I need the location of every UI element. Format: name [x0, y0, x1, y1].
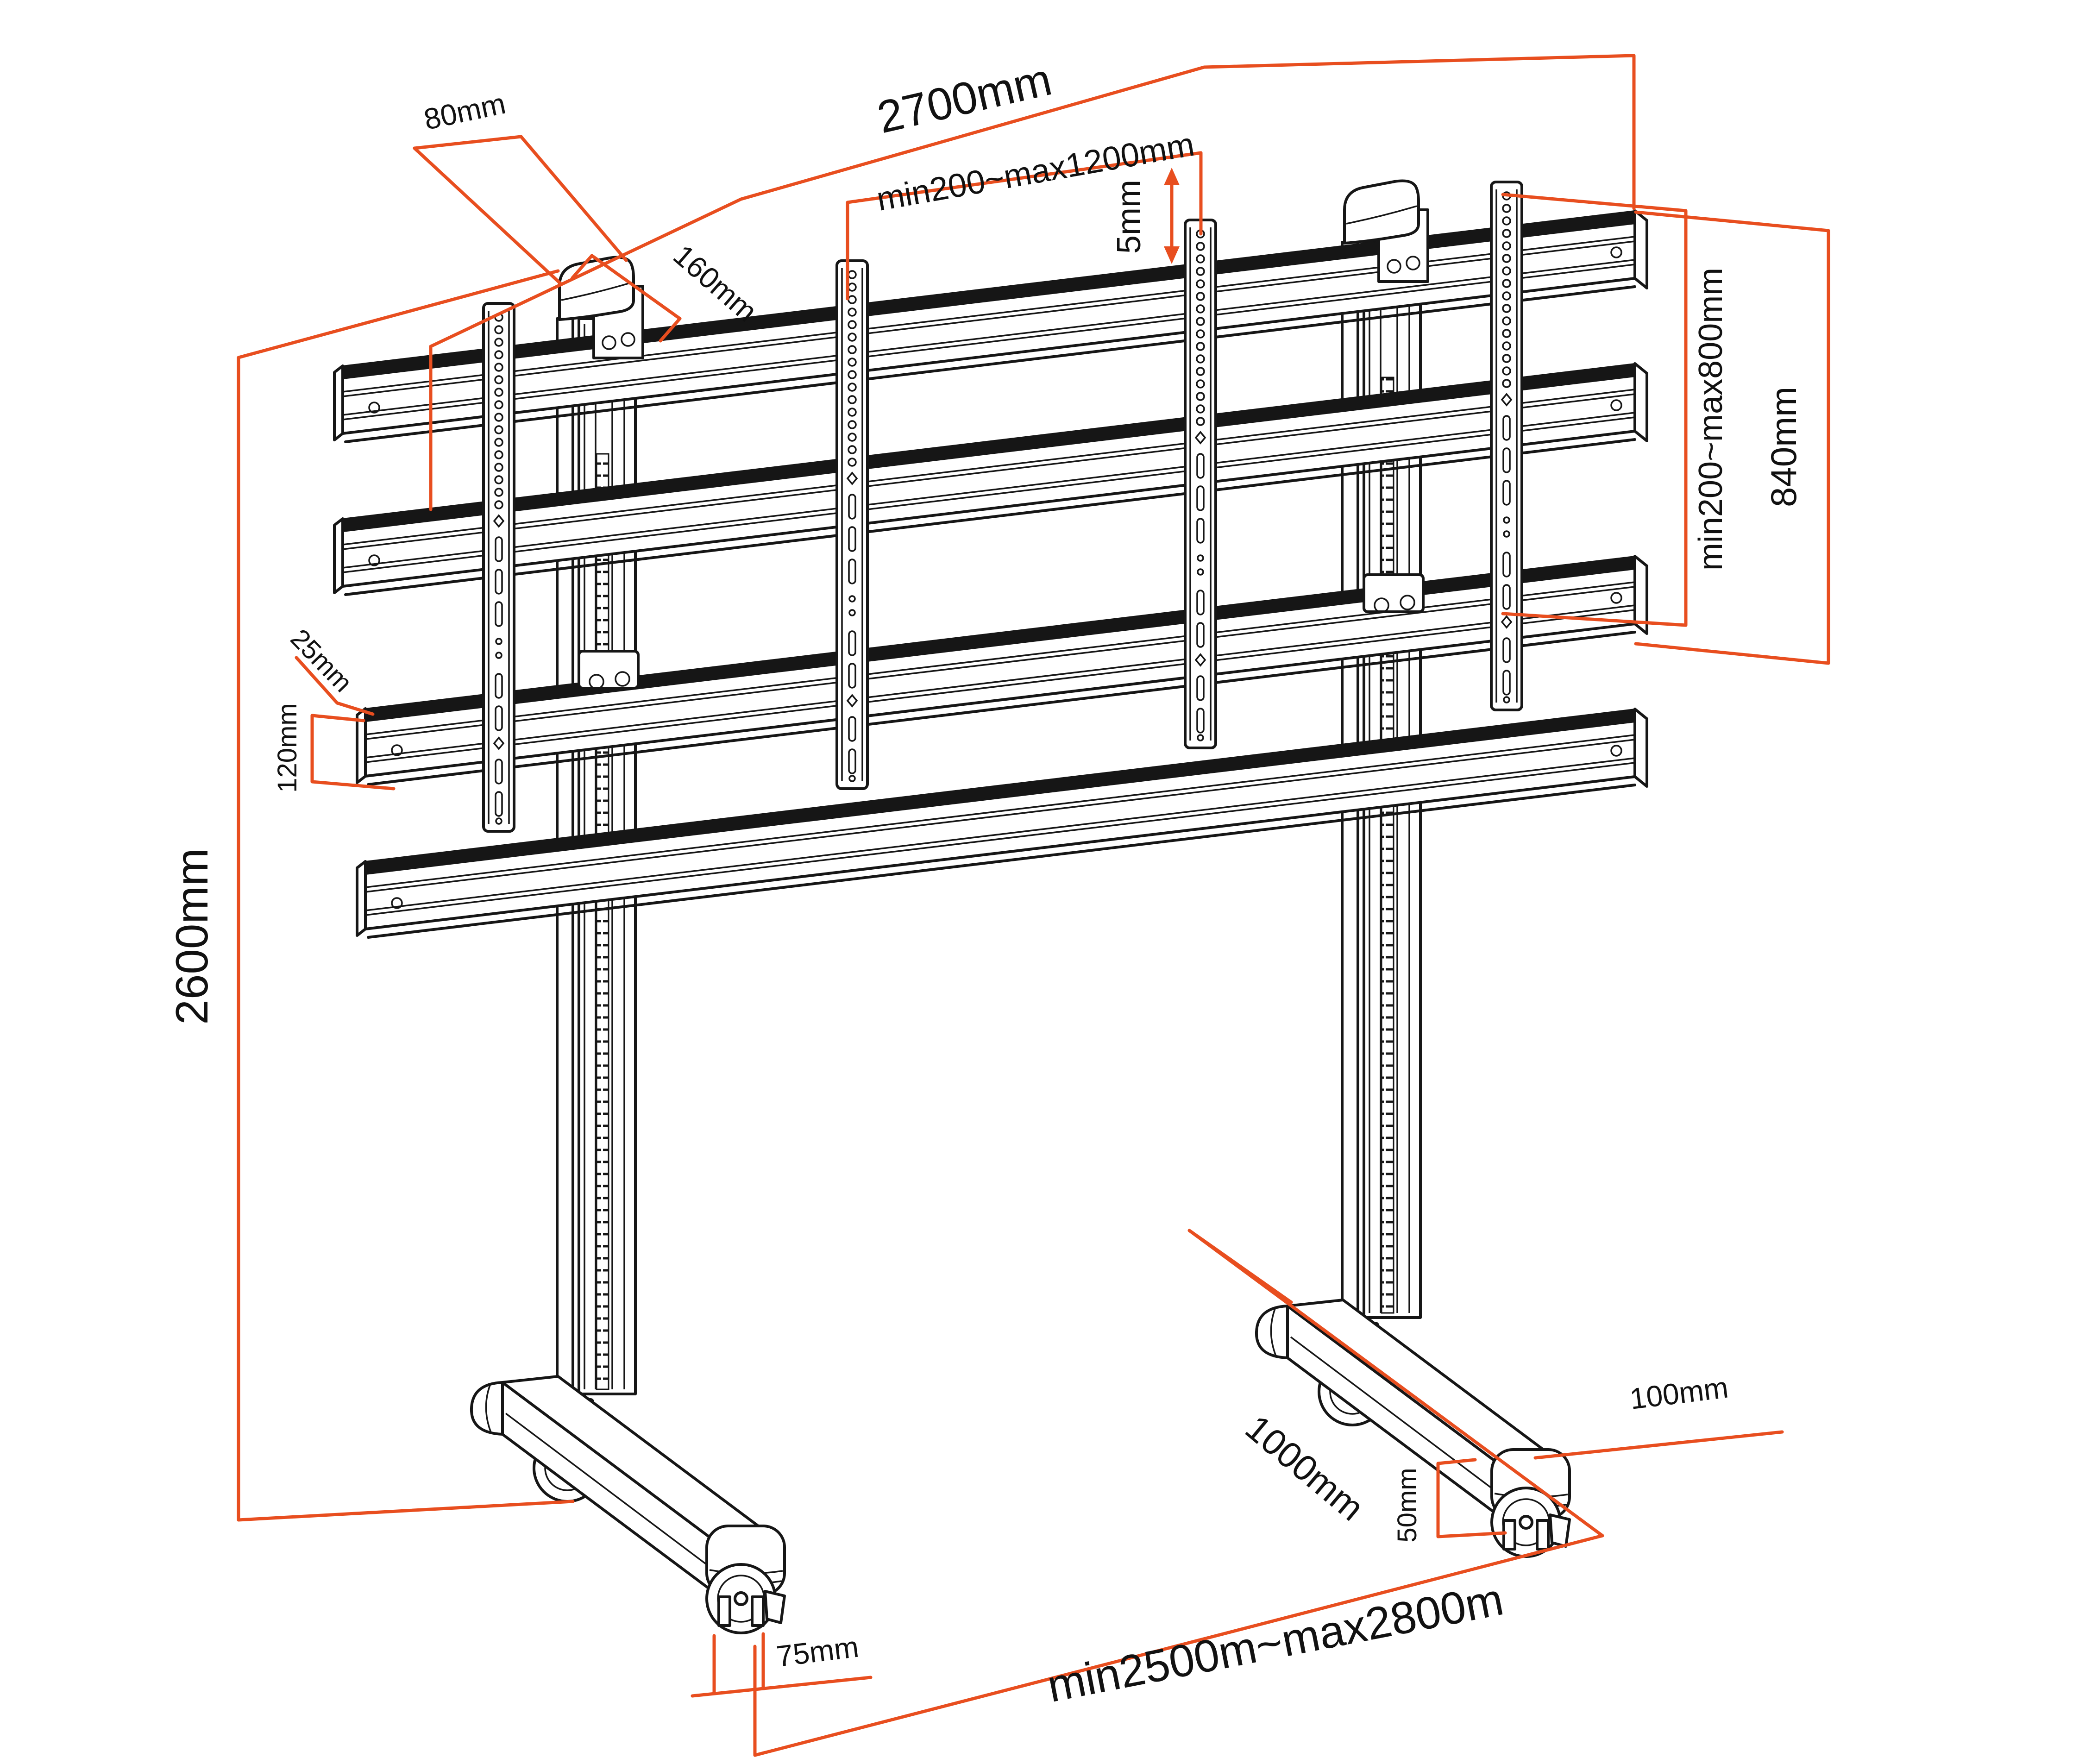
dim-label-cap-depth: 160mm	[667, 238, 763, 328]
upper-rail-assembly	[333, 209, 1648, 596]
dimension-lines	[237, 54, 1830, 1757]
dim-label-total-height: 2600mm	[166, 848, 217, 1024]
dim-label-cap-width: 80mm	[421, 87, 509, 136]
dim-line-1200	[846, 151, 1203, 301]
vesa-strip-1	[484, 303, 514, 831]
dim-line-2600	[237, 269, 575, 1522]
dim-label-vesa-height-range: min200~max800mm	[1692, 268, 1729, 571]
right-column-cap	[1343, 179, 1429, 283]
dim-line-50	[1436, 1458, 1507, 1538]
left-rail-clamp	[578, 650, 640, 690]
lower-rail-assembly	[356, 555, 1648, 939]
dim-line-800	[1501, 193, 1688, 627]
dim-line-25	[295, 656, 375, 716]
dim-label-rail-span-height: 840mm	[1763, 387, 1804, 507]
vesa-strip-2	[837, 261, 867, 789]
dim-label-fine-adjust: 5mm	[1111, 180, 1148, 254]
dim-label-ground-clearance: 50mm	[1392, 1468, 1422, 1542]
dim-line-100	[1533, 1430, 1784, 1460]
column-ruler-scale	[1381, 377, 1394, 1314]
dim-line-2700	[429, 54, 1636, 511]
right-rail-clamp	[1363, 573, 1425, 613]
dim-label-foot-beam-width: 100mm	[1628, 1370, 1730, 1415]
dim-line-160	[590, 254, 682, 320]
dim-label-rail-face-height: 120mm	[272, 703, 302, 792]
dim-line-2500	[753, 1534, 1604, 1757]
dim-line-1000	[1187, 1229, 1604, 1538]
dim-line-120	[310, 714, 396, 791]
column-ruler-scale	[596, 453, 609, 1390]
dim-label-mount-width-range: min200~max1200mm	[874, 126, 1197, 218]
vesa-strip-3	[1185, 220, 1216, 748]
dim-line-840	[1634, 210, 1830, 665]
dim-label-base-width-range: min2500m~max2800m	[1043, 1573, 1507, 1712]
dim-line-80	[413, 135, 523, 150]
dim-label-caster-wheel-width: 75mm	[775, 1630, 860, 1673]
dim-label-total-rail-width: 2700mm	[873, 53, 1056, 143]
vesa-strip-4	[1491, 182, 1522, 710]
